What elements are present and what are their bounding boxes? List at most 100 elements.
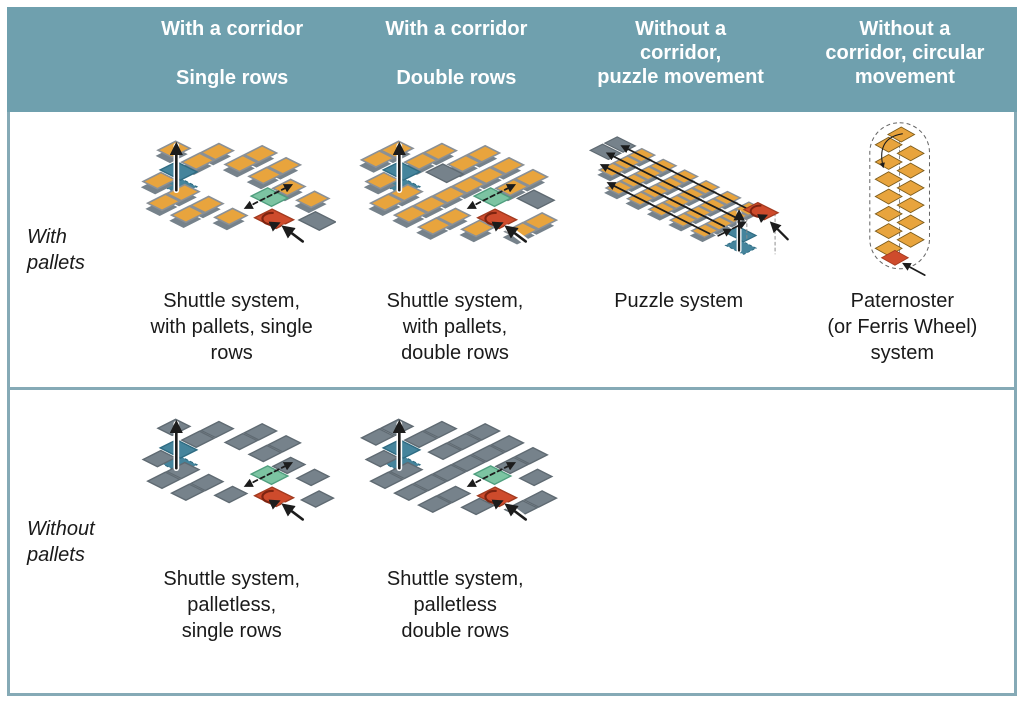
header-band: With a corridor Single rows With a corri… <box>7 7 1017 112</box>
diagram-area <box>791 118 1014 284</box>
pallet-tile <box>412 195 448 214</box>
row-label-line: Without <box>27 517 95 540</box>
gray-shuttle-tile <box>490 434 526 453</box>
gray-shuttle-tile <box>266 434 302 453</box>
pallet-tile <box>179 152 216 171</box>
pallet-tile <box>294 190 331 209</box>
paternoster-pallet <box>896 179 926 196</box>
caption-line: Shuttle system, <box>163 568 301 590</box>
row-with-pallets: With pallets Shuttle system, with pallet… <box>10 112 1014 390</box>
pallet-tile <box>359 150 396 168</box>
header-col-corridor-single: With a corridor Single rows <box>120 7 344 112</box>
pallet-tile <box>368 193 405 212</box>
header-col-corridor-double: With a corridor Double rows <box>344 7 568 112</box>
caption-line: (or Ferris Wheel) <box>827 316 978 338</box>
gray-shuttle-tile <box>427 442 463 461</box>
pallet-tile <box>403 152 439 171</box>
row-without-pallets: Without pallets Shuttle system, palletle… <box>10 390 1014 693</box>
diagram-puzzle-system <box>588 136 791 255</box>
caption-line: double rows <box>401 620 510 642</box>
gray-shuttle-tile <box>189 473 225 492</box>
move-arrow-icon <box>466 184 517 209</box>
diagram-shuttle-double-pallets <box>359 140 559 245</box>
pallet-tile <box>246 166 283 185</box>
entry-arrow-icon <box>504 225 527 243</box>
diagram-shuttle-single-pallets <box>140 140 336 245</box>
pallet-tile <box>169 205 206 224</box>
rotate-arrow-icon <box>261 489 281 510</box>
caption-line: Paternoster <box>850 290 955 312</box>
entry-arrow-icon <box>769 221 789 241</box>
pallet-tile <box>513 168 550 187</box>
caption-line: Shuttle system, <box>163 290 301 312</box>
paternoster-pallet <box>874 154 904 170</box>
caption-shuttle-double-palletless: Shuttle system, palletless double rows <box>387 566 524 644</box>
gray-shuttle-tile <box>470 444 506 463</box>
paternoster-pallet <box>874 136 904 153</box>
entry-arrow-icon <box>504 503 528 521</box>
caption-line: single rows <box>181 620 282 642</box>
gray-shuttle-tile <box>180 430 216 449</box>
red-pickup-pallet <box>881 249 910 266</box>
gray-shuttle-tile <box>446 432 482 451</box>
row-label-line: pallets <box>27 543 85 566</box>
rotate-arrow-icon <box>484 489 504 510</box>
caption-puzzle-system: Puzzle system <box>614 288 743 314</box>
header-empty-cell <box>7 7 120 112</box>
gray-shuttle-tile <box>513 446 550 465</box>
diagram-area <box>120 396 344 562</box>
row-label-line: pallets <box>27 251 85 274</box>
paternoster-pallet <box>896 197 926 214</box>
cell-shuttle-single-pallets: Shuttle system, with pallets, single row… <box>120 112 343 387</box>
gray-shuttle-tile <box>518 468 554 487</box>
empty-shuttle-tile <box>515 189 556 210</box>
empty-shuttle-tile <box>424 163 465 184</box>
pallet-tile <box>416 217 453 236</box>
diagram-area <box>120 118 343 284</box>
cell-shuttle-single-palletless: Shuttle system, palletless, single rows <box>120 390 344 693</box>
cell-shuttle-double-palletless: Shuttle system, palletless double rows <box>344 390 568 693</box>
caption-line: with pallets, <box>402 316 508 338</box>
pallet-tile <box>392 205 429 224</box>
gray-shuttle-tile <box>436 485 472 504</box>
header-col-circular: Without a corridor, circular movement <box>793 7 1017 112</box>
gray-shuttle-tile <box>431 463 468 482</box>
diagram-shuttle-double-palletless <box>360 418 559 523</box>
header-line: Without a <box>859 18 951 40</box>
entry-arrow-icon <box>281 503 304 521</box>
gray-shuttle-tile <box>422 420 459 439</box>
lane-arrow-icon <box>606 182 711 235</box>
figure-frame: With a corridor Single rows With a corri… <box>7 7 1017 696</box>
header-line: Without a <box>635 18 727 40</box>
rotate-arrow-icon <box>261 211 281 232</box>
pallet-tile <box>436 207 472 226</box>
header-line: movement <box>854 66 955 88</box>
pallet-tile <box>242 144 278 163</box>
caption-line: Puzzle system <box>614 290 744 312</box>
rotate-arrow-icon <box>484 211 504 232</box>
cell-empty <box>567 390 791 693</box>
header-col-puzzle: Without a corridor, puzzle movement <box>569 7 793 112</box>
paternoster-pallet <box>896 231 926 248</box>
caption-line: double rows <box>401 342 509 364</box>
feed-arrow-icon <box>731 221 747 230</box>
caption-shuttle-single-palletless: Shuttle system, palletless, single rows <box>163 566 300 644</box>
diagram-paternoster <box>869 122 931 278</box>
gray-shuttle-tile <box>466 423 502 441</box>
gray-shuttle-tile <box>213 485 249 504</box>
gray-shuttle-tile <box>360 428 396 446</box>
pallet-tile <box>465 144 502 163</box>
pallet-tile <box>446 154 482 173</box>
cell-puzzle-system: Puzzle system <box>567 112 791 387</box>
paternoster-pallet <box>874 223 904 240</box>
caption-line: palletless, <box>187 594 277 616</box>
table-body: With pallets Shuttle system, with pallet… <box>7 112 1017 696</box>
paternoster-pallet <box>896 145 926 162</box>
caption-line: with pallets, single <box>150 316 313 338</box>
pallet-tile <box>431 185 468 204</box>
caption-line: rows <box>210 342 253 364</box>
gray-shuttle-tile <box>403 430 439 449</box>
gray-shuttle-tile <box>169 483 205 502</box>
caption-line: Shuttle system, <box>386 568 524 590</box>
